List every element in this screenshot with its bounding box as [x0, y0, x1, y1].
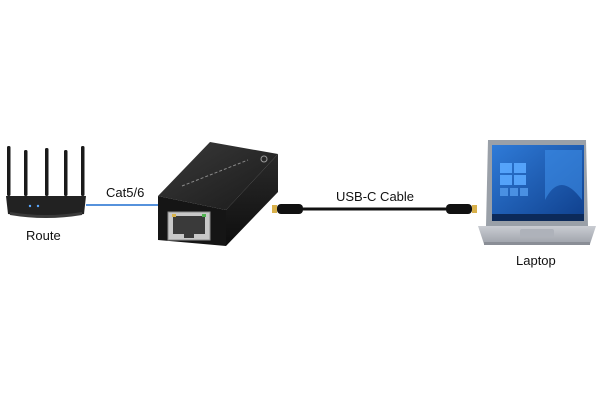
usb-c-tip-left: [272, 205, 277, 213]
desktop-icon: [510, 188, 518, 196]
window-tile: [500, 163, 512, 173]
rj45-led: [172, 214, 176, 217]
router-label: Route: [26, 228, 61, 243]
usb-ethernet-adapter: [158, 142, 278, 246]
taskbar: [492, 214, 584, 221]
rj45-led: [202, 214, 206, 217]
laptop-icon: [478, 140, 596, 245]
router-antenna: [7, 146, 11, 196]
router-antenna: [64, 150, 68, 196]
usb-c-cable: [272, 204, 477, 214]
laptop-touchpad: [520, 229, 554, 237]
router-antenna: [45, 148, 49, 196]
router-antenna: [81, 146, 85, 196]
window-tile: [514, 163, 526, 173]
laptop-label: Laptop: [516, 253, 556, 268]
router-body: [6, 196, 86, 217]
usb-c-plug-right: [446, 204, 472, 214]
window-tile: [514, 175, 526, 185]
router-icon: [6, 146, 86, 218]
router-led: [28, 204, 32, 208]
router-edge: [10, 212, 82, 218]
adapter-logo: [260, 155, 268, 163]
adapter-side: [226, 154, 278, 246]
router-antenna: [24, 150, 28, 196]
router-led: [36, 204, 40, 208]
adapter-top: [158, 142, 278, 210]
adapter-print: [181, 159, 249, 187]
usb-c-tip-right: [472, 205, 477, 213]
rj45-opening: [173, 216, 205, 234]
rj45-clip-slot: [184, 232, 194, 238]
wallpaper-glow: [545, 150, 582, 200]
cat-cable-label: Cat5/6: [106, 185, 145, 200]
desktop-icon: [500, 188, 508, 196]
desktop-icon: [520, 188, 528, 196]
usb-c-plug-left: [277, 204, 303, 214]
laptop-base-edge: [484, 242, 590, 245]
usb-c-cable-label: USB-C Cable: [336, 189, 415, 204]
window-tile: [500, 175, 512, 185]
